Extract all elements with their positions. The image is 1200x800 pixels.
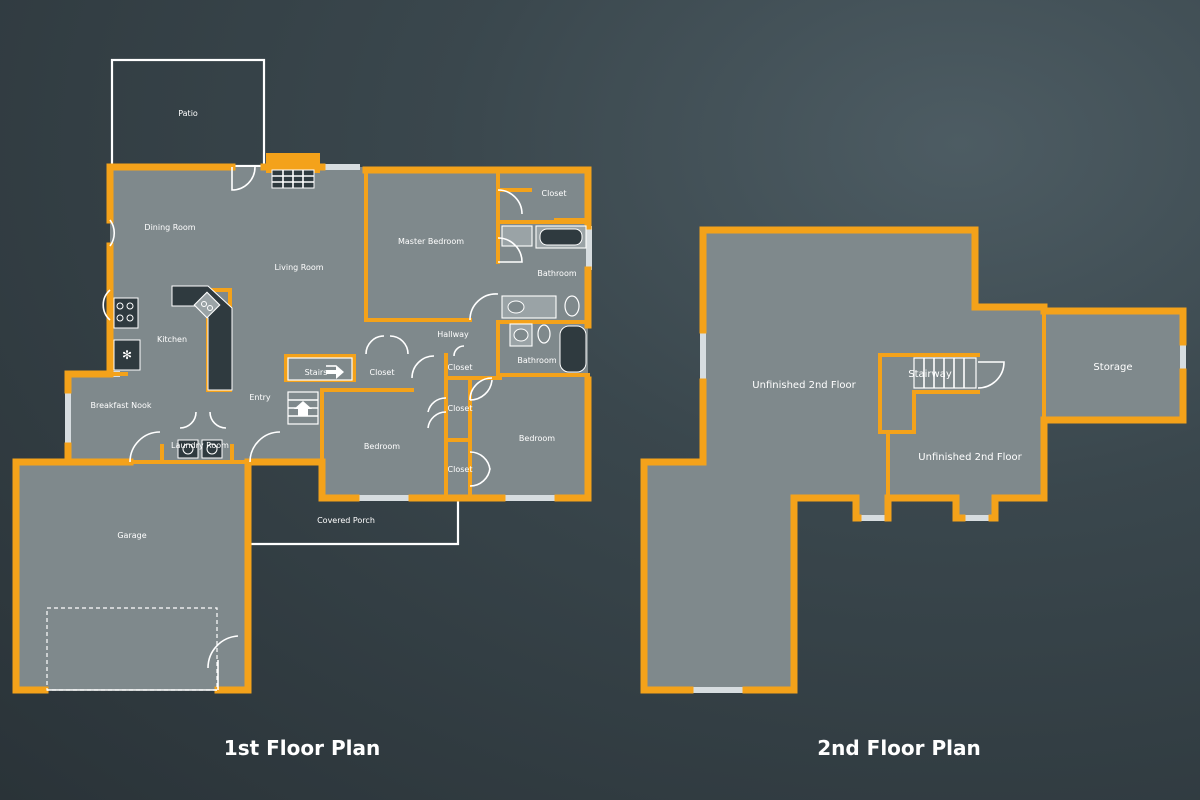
stairs-graphic (287, 357, 353, 425)
label-covered-porch: Covered Porch (317, 516, 375, 525)
floor2-stairway-graphic (913, 357, 1005, 389)
floor1-doors (102, 166, 523, 690)
label-entry: Entry (249, 393, 271, 402)
svg-text:✻: ✻ (122, 348, 132, 362)
floor1-labels: Patio Dining Room Living Room Master Bed… (90, 109, 576, 540)
label-bedroom-2: Bedroom (519, 434, 555, 443)
floor2-windows (690, 330, 1186, 693)
fireplace (266, 153, 320, 189)
laundry-fixtures (177, 439, 223, 459)
label-laundry-room: Laundry Room (171, 441, 229, 450)
label-breakfast-nook: Breakfast Nook (90, 401, 151, 410)
label-hallway: Hallway (437, 330, 469, 339)
floor2-labels: Unfinished 2nd Floor Stairway Unfinished… (752, 362, 1132, 463)
label-kitchen: Kitchen (157, 335, 187, 344)
floor2-interior-walls (878, 309, 1046, 500)
label-unfinished-secondary: Unfinished 2nd Floor (918, 452, 1022, 463)
floor1-interior-walls (14, 168, 590, 500)
kitchen-fixtures: ✻ (113, 285, 233, 391)
label-patio: Patio (178, 109, 198, 118)
label-master-closet: Closet (542, 189, 567, 198)
floor2-fill (644, 230, 1183, 690)
label-bedroom-1: Bedroom (364, 442, 400, 451)
floor1-caption: 1st Floor Plan (223, 736, 381, 760)
label-garage: Garage (117, 531, 146, 540)
floor2-exterior-walls (640, 226, 1187, 694)
label-small-closet-3: Closet (448, 465, 473, 474)
label-master-bathroom: Bathroom (537, 269, 577, 278)
label-storage: Storage (1093, 362, 1132, 373)
label-dining-room: Dining Room (144, 223, 195, 232)
label-bathroom: Bathroom (517, 356, 557, 365)
label-small-closet-2: Closet (448, 404, 473, 413)
label-master-bedroom: Master Bedroom (398, 237, 464, 246)
bathroom-fixtures (501, 225, 587, 373)
label-small-closet-1: Closet (448, 363, 473, 372)
label-stairway: Stairway (908, 369, 952, 380)
floor1-plan: ✻ (12, 58, 592, 694)
label-stairs: Stairs (305, 368, 328, 377)
floor2-plan: Unfinished 2nd Floor Stairway Unfinished… (640, 226, 1187, 694)
floor2-caption: 2nd Floor Plan (817, 736, 981, 760)
label-hall-closet: Closet (370, 368, 395, 377)
label-living-room: Living Room (274, 263, 323, 272)
label-unfinished-main: Unfinished 2nd Floor (752, 380, 856, 391)
